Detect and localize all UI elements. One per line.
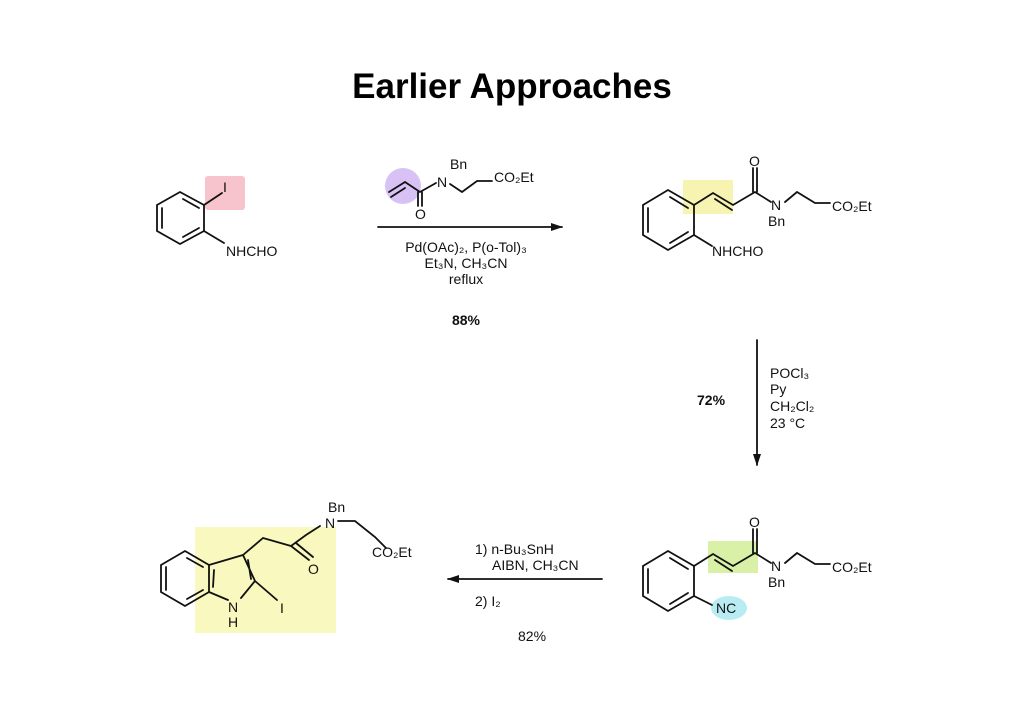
- conditions-line: 23 °C: [770, 415, 805, 431]
- isonitrile-product: O N Bn CO₂Et NC: [642, 514, 872, 620]
- alkene-highlight: [385, 168, 421, 204]
- nhcho-label: NHCHO: [712, 243, 763, 259]
- starting-material-iodoformanilide: I NHCHO: [156, 176, 277, 259]
- iodine-label: I: [280, 600, 284, 616]
- step2-conditions: POCl₃ Py CH₂Cl₂ 23 °C 72%: [697, 365, 814, 431]
- conditions-line: 1) n-Bu₃SnH: [475, 541, 554, 557]
- conditions-line: Py: [770, 381, 786, 397]
- ester-label: CO₂Et: [832, 198, 872, 214]
- conditions-line: 2) I₂: [475, 593, 501, 609]
- carbonyl-o: O: [749, 514, 760, 530]
- slide-title: Earlier Approaches: [352, 67, 672, 106]
- amide-n: N: [771, 558, 781, 574]
- heck-product: O N Bn CO₂Et NHCHO: [642, 153, 872, 259]
- nc-label: NC: [716, 600, 736, 616]
- indole-h: H: [228, 614, 238, 630]
- conditions-line: AIBN, CH₃CN: [492, 557, 579, 573]
- step1-conditions: Pd(OAc)₂, P(o-Tol)₃ Et₃N, CH₃CN reflux 8…: [405, 239, 527, 328]
- yield-label: 82%: [518, 628, 546, 644]
- indole-highlight: [195, 527, 336, 633]
- conditions-line: POCl₃: [770, 365, 809, 381]
- isonitrile-highlight: [711, 596, 747, 620]
- nhcho-label: NHCHO: [226, 243, 277, 259]
- carbonyl-o: O: [308, 561, 319, 577]
- carbonyl-o: O: [415, 206, 426, 222]
- acrylamide-reagent: O N Bn CO₂Et: [385, 156, 534, 222]
- ester-label: CO₂Et: [372, 544, 412, 560]
- ester-label: CO₂Et: [832, 559, 872, 575]
- conditions-line: Et₃N, CH₃CN: [425, 255, 508, 271]
- amide-n: N: [437, 174, 447, 190]
- benzyl-label: Bn: [328, 499, 345, 515]
- yield-label: 88%: [452, 312, 481, 328]
- amide-n: N: [325, 515, 335, 531]
- conditions-line: reflux: [449, 271, 483, 287]
- iodoindole-product: N H I O N Bn CO₂Et: [160, 499, 412, 633]
- ester-label: CO₂Et: [494, 169, 534, 185]
- amide-n: N: [771, 197, 781, 213]
- step3-conditions: 1) n-Bu₃SnH AIBN, CH₃CN 2) I₂ 82%: [475, 541, 579, 644]
- iodide-highlight: [205, 176, 245, 210]
- benzyl-label: Bn: [768, 213, 785, 229]
- alkene-highlight: [708, 541, 758, 573]
- conditions-line: CH₂Cl₂: [770, 398, 814, 414]
- benzyl-label: Bn: [768, 574, 785, 590]
- indole-n: N: [228, 599, 238, 615]
- iodine-label: I: [223, 179, 227, 195]
- benzyl-label: Bn: [450, 156, 467, 172]
- yield-label: 72%: [697, 392, 726, 408]
- carbonyl-o: O: [749, 153, 760, 169]
- conditions-line: Pd(OAc)₂, P(o-Tol)₃: [405, 239, 527, 255]
